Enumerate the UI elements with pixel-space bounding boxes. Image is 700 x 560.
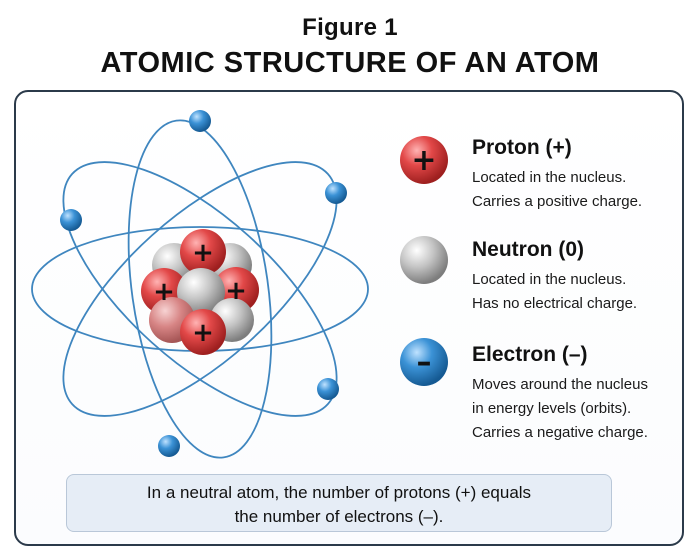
orbit-ring-tilted-right: [62, 161, 338, 417]
figure-title: ATOMIC STRUCTURE OF AN ATOM: [100, 47, 600, 79]
legend-description-line: Has no electrical charge.: [472, 295, 638, 312]
legend-description-line: Carries a positive charge.: [472, 193, 643, 210]
legend-swatches: + –: [400, 136, 448, 386]
legend-description-line: Moves around the nucleus: [472, 376, 648, 393]
electron: [325, 182, 347, 204]
neutral-atom-note: In a neutral atom, the number of protons…: [66, 474, 612, 532]
legend-description-line: Carries a negative charge.: [472, 424, 648, 441]
note-line: the number of electrons (–).: [234, 507, 444, 526]
legend-description-line: in energy levels (orbits).: [472, 400, 632, 417]
electron: [189, 110, 211, 132]
electron: [60, 209, 82, 231]
neutron: [177, 268, 225, 316]
legend-description-line: Located in the nucleus.: [472, 169, 627, 186]
neutron-swatch-icon: [400, 236, 448, 284]
electrons: [60, 110, 347, 457]
electron: [317, 378, 339, 400]
legend-proton: Proton (+) Located in the nucleus. Carri…: [472, 136, 700, 214]
legend-description-line: Located in the nucleus.: [472, 271, 627, 288]
plus-sign: +: [225, 276, 247, 306]
electron: [158, 435, 180, 457]
proton: [180, 309, 226, 355]
electron-swatch-icon: [400, 338, 448, 386]
legend-electron: Electron (–) Moves around the nucleus in…: [472, 343, 700, 445]
legend-name: Neutron (0): [472, 238, 584, 261]
legend-name: Electron (–): [472, 343, 588, 366]
plus-signs: + + + +: [153, 238, 247, 348]
proton: [180, 229, 226, 275]
orbit-ring-tilted-left: [62, 161, 338, 417]
legend-name: Proton (+): [472, 136, 572, 159]
legend-neutron: Neutron (0) Located in the nucleus. Has …: [472, 238, 700, 316]
orbit-ring-vertical: [127, 119, 273, 459]
figure-label: Figure 1: [302, 14, 398, 41]
nucleus: + + + +: [141, 229, 259, 355]
electron-swatch-sign: –: [417, 345, 432, 380]
proton-swatch-icon: [400, 136, 448, 184]
plus-sign: +: [192, 318, 214, 348]
plus-sign: +: [192, 238, 214, 268]
orbits: [31, 119, 369, 459]
note-line: In a neutral atom, the number of protons…: [146, 483, 532, 502]
proton-swatch-sign: +: [411, 143, 436, 178]
plus-sign: +: [153, 277, 175, 307]
